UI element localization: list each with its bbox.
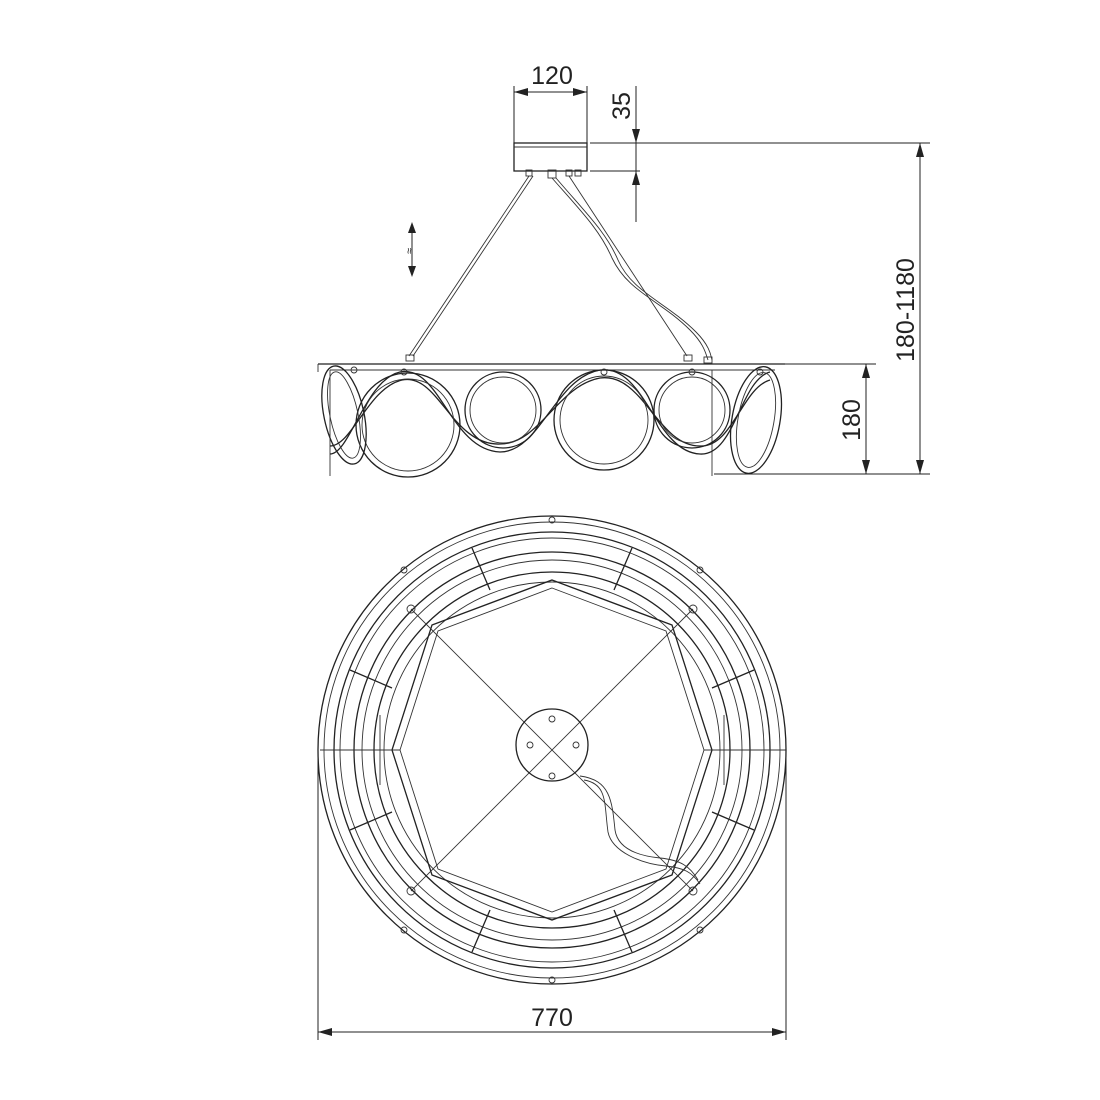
inner-frame: [391, 579, 713, 921]
dimension-canopy-width: 120: [513, 62, 588, 143]
canopy-width-label: 120: [531, 62, 573, 90]
adjust-marker-label: ≈: [404, 248, 416, 254]
canopy-body: [513, 142, 588, 172]
center-canopy: [515, 708, 589, 782]
power-cable: [579, 775, 701, 885]
frame-rails: [317, 363, 785, 476]
side-view: ≈: [317, 142, 785, 478]
rings: [321, 365, 783, 478]
dimension-canopy-height: 35: [590, 86, 930, 222]
dimension-body-height: 180: [770, 363, 876, 474]
dimension-diameter: 770: [317, 745, 787, 1040]
mount-screws: [400, 516, 704, 984]
spokes: [410, 608, 694, 892]
suspension-cables: [405, 175, 713, 364]
diameter-label: 770: [531, 1004, 573, 1032]
adjust-marker: ≈: [404, 222, 416, 277]
overall-height-label: 180-1180: [892, 258, 920, 362]
canopy: [513, 142, 588, 179]
body-height-label: 180: [838, 399, 866, 441]
dimension-overall-height: 180-1180: [714, 143, 930, 475]
top-view: [317, 515, 787, 985]
wave-ribbon: [329, 369, 771, 455]
canopy-height-label: 35: [608, 92, 636, 120]
radial-brackets: [320, 547, 786, 953]
